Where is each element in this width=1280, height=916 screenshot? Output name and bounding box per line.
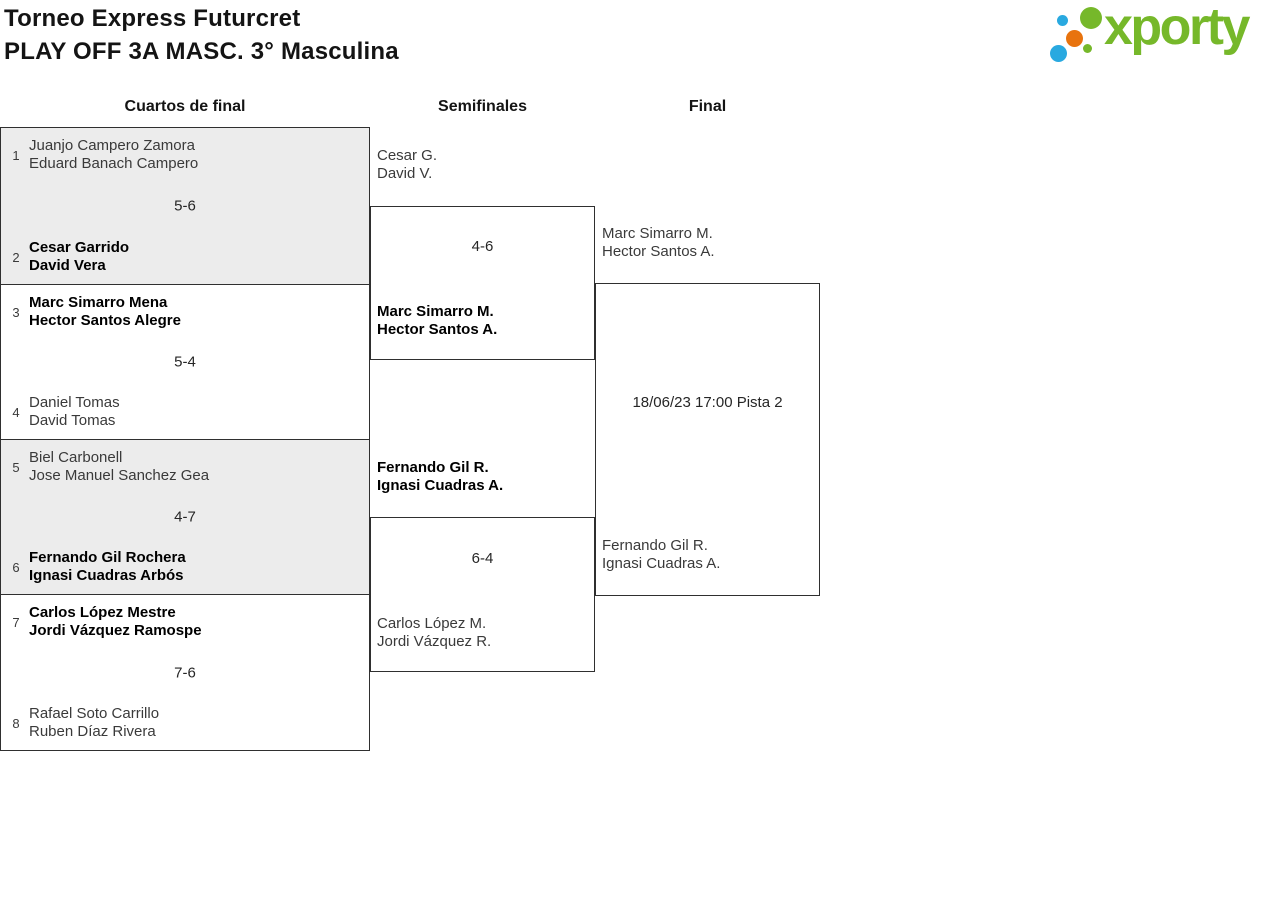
player-name: Carlos López M. bbox=[377, 615, 487, 632]
qf-match-3: 5 Biel Carbonell Jose Manuel Sanchez Gea… bbox=[0, 439, 370, 595]
seed-number: 6 bbox=[12, 559, 20, 575]
match-score: 6-4 bbox=[471, 550, 494, 567]
team-row: 1 Juanjo Campero Zamora Eduard Banach Ca… bbox=[9, 137, 361, 173]
team-row: 8 Rafael Soto Carrillo Ruben Díaz Rivera bbox=[9, 705, 361, 741]
player-name: Hector Santos Alegre bbox=[29, 312, 181, 329]
seed-number: 5 bbox=[12, 459, 20, 475]
match-schedule: 18/06/23 17:00 Pista 2 bbox=[632, 394, 783, 411]
tournament-name: Torneo Express Futurcret bbox=[4, 5, 301, 32]
team-row: 7 Carlos López Mestre Jordi Vázquez Ramo… bbox=[9, 604, 361, 640]
player-name: Marc Simarro Mena bbox=[29, 294, 168, 311]
qf-match-2: 3 Marc Simarro Mena Hector Santos Alegre… bbox=[0, 284, 370, 440]
player-name: Rafael Soto Carrillo bbox=[29, 705, 160, 722]
match-score: 5-4 bbox=[174, 353, 196, 371]
seed-number: 7 bbox=[12, 614, 20, 630]
player-name: Ignasi Cuadras Arbós bbox=[29, 567, 184, 584]
player-name: Eduard Banach Campero bbox=[29, 155, 199, 172]
team-name: Daniel Tomas David Tomas bbox=[29, 394, 120, 430]
player-name: Cesar Garrido bbox=[29, 239, 130, 256]
team-name: Carlos López M. Jordi Vázquez R. bbox=[377, 615, 491, 651]
team-name: Biel Carbonell Jose Manuel Sanchez Gea bbox=[29, 449, 209, 485]
team-row: 3 Marc Simarro Mena Hector Santos Alegre bbox=[9, 294, 361, 330]
logo-text: xporty bbox=[1104, 0, 1250, 56]
player-name: Jose Manuel Sanchez Gea bbox=[29, 467, 210, 484]
match-score: 5-6 bbox=[174, 197, 196, 215]
seed-number: 2 bbox=[12, 249, 20, 265]
match-score: 7-6 bbox=[174, 664, 196, 681]
player-name: David V. bbox=[377, 165, 433, 182]
round-header-final: Final bbox=[688, 98, 727, 115]
player-name: Ignasi Cuadras A. bbox=[602, 555, 721, 572]
player-name: Ruben Díaz Rivera bbox=[29, 723, 156, 740]
xporty-logo[interactable]: xporty bbox=[1042, 0, 1274, 70]
team-row: 5 Biel Carbonell Jose Manuel Sanchez Gea bbox=[9, 449, 361, 485]
team-row: 6 Fernando Gil Rochera Ignasi Cuadras Ar… bbox=[9, 549, 361, 585]
round-header-cuartos: Cuartos de final bbox=[124, 98, 246, 115]
team-row: 2 Cesar Garrido David Vera bbox=[9, 239, 361, 275]
team-name: Cesar G. David V. bbox=[377, 147, 437, 183]
page-title: Torneo Express Futurcret PLAY OFF 3A MAS… bbox=[4, 2, 399, 68]
player-name: Fernando Gil R. bbox=[602, 537, 708, 554]
player-name: Hector Santos A. bbox=[377, 321, 498, 338]
match-score: 4-6 bbox=[471, 238, 494, 255]
team-name: Cesar Garrido David Vera bbox=[29, 239, 129, 275]
player-name: Ignasi Cuadras A. bbox=[377, 477, 504, 494]
player-name: Biel Carbonell bbox=[29, 449, 123, 466]
player-name: Jordi Vázquez Ramospe bbox=[29, 622, 202, 639]
qf-match-1: 1 Juanjo Campero Zamora Eduard Banach Ca… bbox=[0, 127, 370, 285]
logo-dot-icon bbox=[1080, 7, 1102, 29]
logo-dot-icon bbox=[1083, 44, 1092, 53]
sf-match-2 bbox=[370, 517, 595, 672]
logo-dot-icon bbox=[1066, 30, 1083, 47]
logo-dot-icon bbox=[1050, 45, 1067, 62]
team-name: Fernando Gil R. Ignasi Cuadras A. bbox=[602, 537, 720, 573]
seed-number: 1 bbox=[12, 147, 20, 163]
match-score: 4-7 bbox=[174, 508, 196, 526]
team-row: 4 Daniel Tomas David Tomas bbox=[9, 394, 361, 430]
team-name: Fernando Gil Rochera Ignasi Cuadras Arbó… bbox=[29, 549, 186, 585]
team-name: Fernando Gil R. Ignasi Cuadras A. bbox=[377, 459, 503, 495]
team-name: Rafael Soto Carrillo Ruben Díaz Rivera bbox=[29, 705, 159, 741]
player-name: Juanjo Campero Zamora bbox=[29, 137, 195, 154]
team-name: Juanjo Campero Zamora Eduard Banach Camp… bbox=[29, 137, 198, 173]
round-header-semifinales: Semifinales bbox=[438, 98, 527, 115]
player-name: Fernando Gil R. bbox=[377, 459, 489, 476]
player-name: David Vera bbox=[29, 257, 106, 274]
team-name: Marc Simarro M. Hector Santos A. bbox=[377, 303, 497, 339]
player-name: Carlos López Mestre bbox=[29, 604, 176, 621]
player-name: Marc Simarro M. bbox=[377, 303, 494, 320]
category-name: PLAY OFF 3A MASC. 3° Masculina bbox=[4, 38, 399, 65]
player-name: David Tomas bbox=[29, 412, 116, 429]
player-name: Hector Santos A. bbox=[602, 243, 715, 260]
seed-number: 8 bbox=[12, 715, 20, 731]
player-name: Jordi Vázquez R. bbox=[377, 633, 492, 650]
player-name: Daniel Tomas bbox=[29, 394, 120, 411]
final-match bbox=[595, 283, 820, 596]
logo-dot-icon bbox=[1057, 15, 1068, 26]
seed-number: 3 bbox=[12, 304, 20, 320]
seed-number: 4 bbox=[12, 404, 20, 420]
team-name: Marc Simarro Mena Hector Santos Alegre bbox=[29, 294, 181, 330]
qf-match-4: 7 Carlos López Mestre Jordi Vázquez Ramo… bbox=[0, 594, 370, 751]
team-name: Marc Simarro M. Hector Santos A. bbox=[602, 225, 715, 261]
player-name: Marc Simarro M. bbox=[602, 225, 713, 242]
player-name: Cesar G. bbox=[377, 147, 438, 164]
team-name: Carlos López Mestre Jordi Vázquez Ramosp… bbox=[29, 604, 202, 640]
player-name: Fernando Gil Rochera bbox=[29, 549, 186, 566]
sf-match-1 bbox=[370, 206, 595, 360]
